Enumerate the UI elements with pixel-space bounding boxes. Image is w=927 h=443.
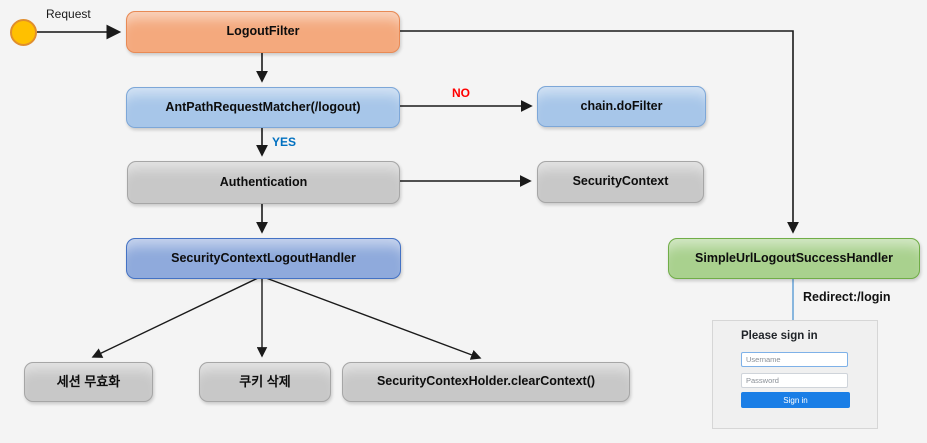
node-security-context-label: SecurityContext bbox=[572, 174, 669, 189]
node-cookie-delete: 쿠키 삭제 bbox=[199, 362, 331, 402]
edge-logoutfilter-to-successhandler bbox=[399, 30, 799, 234]
edge-sclh-to-session bbox=[91, 277, 259, 358]
username-input[interactable] bbox=[741, 352, 848, 367]
node-authentication-label: Authentication bbox=[219, 174, 308, 189]
node-ant-path-request-matcher-label: AntPathRequestMatcher(/logout) bbox=[165, 99, 361, 114]
node-chain-do-filter-label: chain.doFilter bbox=[580, 98, 663, 113]
node-authentication: Authentication bbox=[127, 161, 400, 204]
node-session-invalidate-label: 세션 무효화 bbox=[56, 373, 121, 389]
node-security-context-logout-handler: SecurityContextLogoutHandler bbox=[126, 238, 401, 279]
sign-in-button[interactable]: Sign in bbox=[741, 392, 850, 408]
node-simple-url-logout-success-handler-label: SimpleUrlLogoutSuccessHandler bbox=[695, 250, 893, 265]
node-session-invalidate: 세션 무효화 bbox=[24, 362, 153, 402]
no-edge-label: NO bbox=[452, 86, 470, 100]
start-node-circle bbox=[10, 19, 37, 46]
node-chain-do-filter: chain.doFilter bbox=[537, 86, 706, 127]
node-logout-filter-label: LogoutFilter bbox=[226, 24, 300, 39]
node-logout-filter: LogoutFilter bbox=[126, 11, 400, 53]
login-form-card: Please sign in Sign in bbox=[712, 320, 878, 429]
node-clear-context-label: SecurityContexHolder.clearContext() bbox=[376, 374, 596, 389]
node-cookie-delete-label: 쿠키 삭제 bbox=[239, 373, 291, 389]
node-security-context: SecurityContext bbox=[537, 161, 704, 203]
node-clear-context: SecurityContexHolder.clearContext() bbox=[342, 362, 630, 402]
node-simple-url-logout-success-handler: SimpleUrlLogoutSuccessHandler bbox=[668, 238, 920, 279]
node-ant-path-request-matcher: AntPathRequestMatcher(/logout) bbox=[126, 87, 400, 128]
yes-edge-label: YES bbox=[272, 135, 297, 149]
password-input[interactable] bbox=[741, 373, 848, 388]
request-edge-label: Request bbox=[46, 7, 91, 21]
node-security-context-logout-handler-label: SecurityContextLogoutHandler bbox=[171, 250, 356, 265]
edge-sclh-to-clearcontext bbox=[265, 277, 482, 360]
login-heading: Please sign in bbox=[741, 330, 818, 342]
redirect-edge-label: Redirect:/login bbox=[803, 290, 891, 304]
